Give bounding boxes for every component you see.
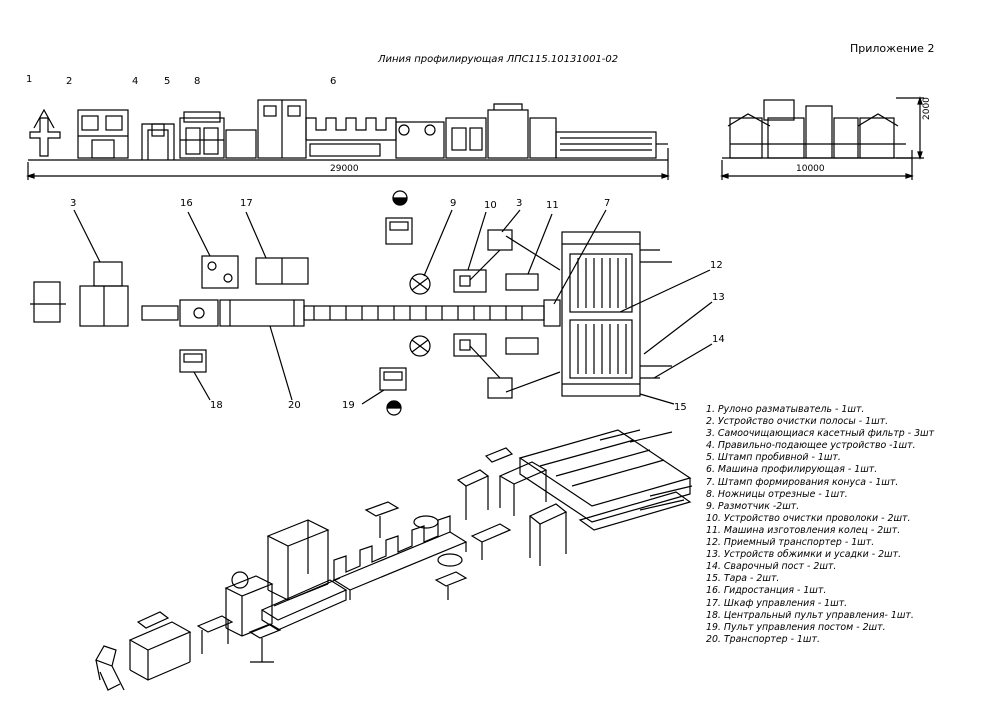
label-4: 4	[132, 76, 139, 87]
legend-item: 19. Пульт управления постом - 2шт.	[706, 621, 886, 633]
plan-label-12: 12	[710, 260, 723, 271]
plan-label-3: 3	[516, 198, 523, 209]
plan-label-7: 7	[604, 198, 611, 209]
cabinet-side	[257, 99, 307, 159]
legend-item: 10. Устройство очистки проволоки - 2шт.	[706, 512, 911, 524]
plan-label-3-left: 3	[70, 198, 77, 209]
uncoiler-side	[29, 108, 61, 157]
plan-label-11: 11	[546, 200, 559, 211]
plan-label-13: 13	[712, 292, 725, 303]
equipment-legend: 1. Рулоно разматыватель - 1шт. 2. Устрой…	[706, 404, 976, 646]
legend-item: 7. Штамп формирования конуса - 1шт.	[706, 476, 899, 488]
dimension-length: 29000	[330, 164, 359, 174]
appendix-label: Приложение 2	[850, 42, 935, 55]
plan-label-10: 10	[484, 200, 497, 211]
plan-label-14: 14	[712, 334, 725, 345]
straightener-side	[141, 123, 175, 160]
legend-item: 15. Тара - 2шт.	[706, 573, 780, 585]
roll-forming-side	[305, 117, 487, 159]
plan-label-18: 18	[210, 400, 223, 411]
label-5: 5	[164, 76, 171, 87]
isometric-view	[95, 429, 693, 691]
label-2: 2	[66, 76, 73, 87]
legend-item: 9. Размотчик -2шт.	[706, 500, 800, 512]
plan-label-19: 19	[342, 400, 355, 411]
plan-view	[30, 190, 713, 416]
legend-item: 4. Правильно-подающее устройство -1шт.	[706, 440, 916, 452]
legend-item: 11. Машина изготовления колец - 2шт.	[706, 524, 901, 536]
legend-item: 20. Транспортер - 1шт.	[706, 633, 820, 645]
label-1: 1	[26, 74, 33, 85]
label-6: 6	[330, 76, 337, 87]
strip-cleaner-side	[77, 109, 129, 159]
plan-label-20: 20	[288, 400, 301, 411]
plan-label-9: 9	[450, 198, 457, 209]
ring-station-side	[487, 103, 668, 159]
legend-item: 17. Шкаф управления - 1шт.	[706, 597, 848, 609]
legend-item: 5. Штамп пробивной - 1шт.	[706, 452, 841, 464]
drawing-title: Линия профилирующая ЛПС115.10131001-02	[378, 54, 619, 65]
label-8: 8	[194, 76, 201, 87]
end-view	[720, 96, 924, 180]
legend-item: 14. Сварочный пост - 2шт.	[706, 561, 837, 573]
punch-shears-side	[179, 111, 257, 159]
dimension-end-length: 10000	[796, 164, 825, 174]
legend-item: 2. Устройство очистки полосы - 1шт.	[706, 416, 889, 428]
legend-item: 6. Машина профилирующая - 1шт.	[706, 464, 878, 476]
legend-item: 3. Самоочищающиася касетный фильтр - 3шт	[706, 428, 935, 440]
plan-label-16: 16	[180, 198, 193, 209]
legend-item: 18. Центральный пульт управления- 1шт.	[706, 609, 914, 621]
legend-item: 12. Приемный транспортер - 1шт.	[706, 537, 875, 549]
plan-label-17: 17	[240, 198, 253, 209]
dimension-height: 2000	[922, 97, 932, 120]
legend-item: 1. Рулоно разматыватель - 1шт.	[706, 404, 865, 415]
legend-item: 8. Ножницы отрезные - 1шт.	[706, 488, 848, 500]
legend-item: 16. Гидростанция - 1шт.	[706, 585, 827, 597]
side-view	[26, 99, 670, 180]
plan-label-15: 15	[674, 402, 687, 413]
legend-item: 13. Устройств обжимки и усадки - 2шт.	[706, 549, 902, 561]
